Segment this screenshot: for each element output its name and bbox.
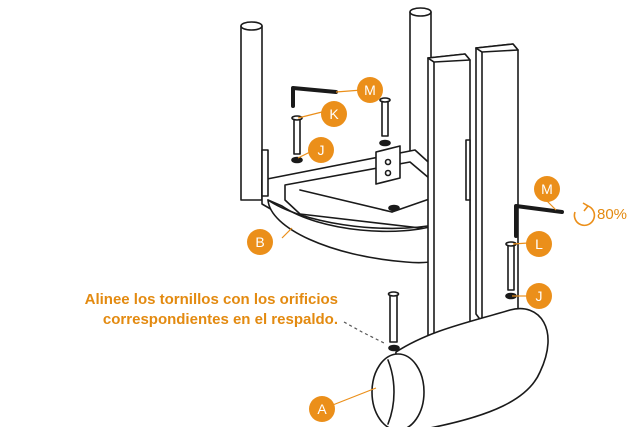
label-badge-j: J [308,137,334,163]
svg-text:M: M [364,82,376,98]
svg-text:M: M [541,181,553,197]
label-badge-m-2: M [534,176,560,202]
bracket-hole [384,169,392,177]
backrest-post-right-top [475,43,519,53]
label-badge-j-2: J [526,283,552,309]
backrest-post-left-top [427,53,471,63]
lumbar-cushion-end [371,353,425,427]
svg-text:J: J [318,142,325,158]
allen-key-m-lower [514,204,564,238]
alignment-note-line-1: Alinee los tornillos con los orificios [84,291,338,308]
alignment-note-line-2: correspondientes en el respaldo. [102,311,338,328]
label-badge-k: K [321,101,347,127]
seat-cushion-top [267,199,441,230]
screw-bottom [387,291,400,352]
label-badge-m: M [357,77,383,103]
nut [388,204,400,212]
label-badge-a: A [309,396,335,422]
label-badge-l: L [526,231,552,257]
rotate-icon [573,202,596,227]
seat-brace [299,189,393,213]
note-pointer [343,321,387,345]
cushion-seam [387,359,395,425]
alignment-note: Alinee los tornillos con los orificios c… [70,290,338,330]
lumbar-cushion [389,307,549,427]
chair-leg-back-left [240,25,263,201]
svg-text:J: J [536,288,543,304]
svg-text:L: L [535,236,543,252]
chair-leg-front [261,149,269,197]
bracket-hole [384,158,392,166]
torque-percentage: 80% [597,206,628,223]
svg-text:B: B [255,234,264,250]
svg-text:A: A [317,401,327,417]
leg-end-cap [409,7,432,17]
screw-k [291,115,303,164]
screw-l [505,241,517,300]
svg-text:K: K [329,106,339,122]
backrest-slot [465,139,471,201]
leg-end-cap [240,21,263,31]
allen-key-m-upper [291,86,338,108]
screw-k-2 [379,97,391,147]
label-badge-b: B [247,229,273,255]
